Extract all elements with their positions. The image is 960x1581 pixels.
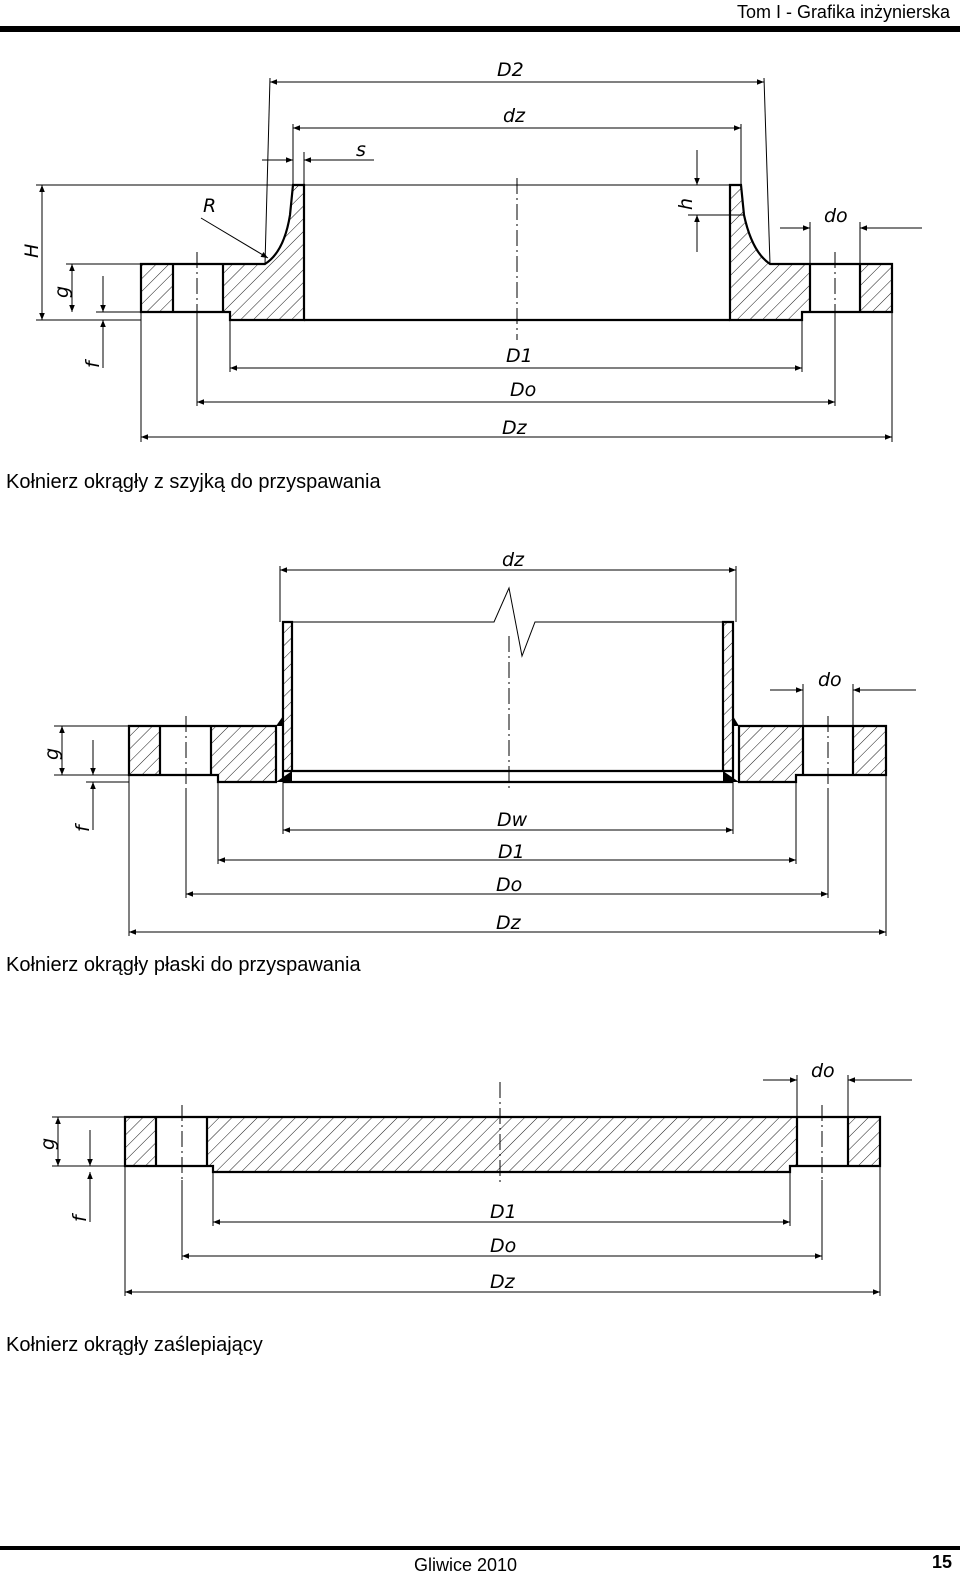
weld-right-bottom: [723, 771, 739, 782]
label-do: do: [824, 205, 848, 227]
label-s: s: [356, 139, 366, 161]
hatch-flange-left-2: [211, 726, 276, 782]
label-f: f: [82, 358, 104, 368]
label-R: R: [203, 195, 216, 217]
dim-R-leader: [200, 217, 269, 259]
figure-weld-neck-flange: D2 dz s R h do H g f D1 Do Dz: [21, 59, 922, 442]
hatch-right-flange: [860, 264, 892, 312]
label-Do: Do: [496, 874, 522, 896]
caption-slip-on-flange: Kołnierz okrągły płaski do przyspawania: [6, 954, 361, 976]
label-D1: D1: [498, 841, 525, 863]
label-dz: dz: [502, 549, 525, 571]
label-Dz: Dz: [490, 1271, 516, 1293]
hatch-flange-left: [129, 726, 160, 775]
label-D1: D1: [490, 1201, 517, 1223]
weld-right-top: [733, 716, 739, 726]
header-rule: [0, 26, 960, 32]
label-D2: D2: [497, 59, 524, 81]
hatch-flange-right: [853, 726, 886, 775]
footer-rule: [0, 1546, 960, 1550]
hatch-left-flange: [141, 264, 173, 312]
label-g: g: [37, 1138, 59, 1150]
weld-left-top: [276, 716, 283, 726]
label-Dz: Dz: [502, 417, 528, 439]
extension-lines: [54, 566, 887, 936]
extension-lines: [52, 1075, 881, 1296]
figure-blind-flange: do g f D1 Do Dz: [37, 1060, 912, 1296]
hatch-left-lug: [125, 1117, 156, 1166]
hatch-pipe-right: [723, 622, 733, 771]
figure-slip-on-flange: dz do g f Dw D1 Do Dz: [41, 549, 916, 936]
hatch-body: [207, 1117, 797, 1172]
caption-blind-flange: Kołnierz okrągły zaślepiający: [6, 1334, 263, 1356]
label-g: g: [41, 748, 63, 760]
weld-left-bottom: [276, 771, 292, 782]
outline-right: [728, 183, 894, 322]
hatch-flange-right-2: [739, 726, 803, 782]
label-h: h: [675, 198, 697, 210]
label-D1: D1: [506, 345, 533, 367]
pipe-outline: [281, 620, 735, 782]
pipe-break-line: [283, 586, 733, 658]
label-f: f: [69, 1212, 91, 1222]
label-g: g: [51, 286, 73, 298]
label-Do: Do: [490, 1235, 516, 1257]
label-f: f: [72, 822, 94, 832]
hatch-pipe-left: [283, 622, 292, 771]
hatch-right-lug: [848, 1117, 880, 1166]
footer-place-year: Gliwice 2010: [414, 1555, 518, 1575]
label-Do: Do: [510, 379, 536, 401]
hatch-left-neck: [223, 185, 304, 320]
label-do: do: [811, 1060, 835, 1082]
label-Dw: Dw: [497, 809, 528, 831]
label-Dz: Dz: [496, 912, 522, 934]
caption-weld-neck-flange: Kołnierz okrągły z szyjką do przyspawani…: [6, 471, 381, 493]
label-dz: dz: [503, 105, 526, 127]
label-do: do: [818, 669, 842, 691]
hatch-right-neck: [730, 185, 810, 320]
page-number: 15: [931, 1552, 952, 1572]
page-header-title: Tom I - Grafika inżynierska: [736, 2, 950, 22]
label-H: H: [21, 244, 43, 258]
